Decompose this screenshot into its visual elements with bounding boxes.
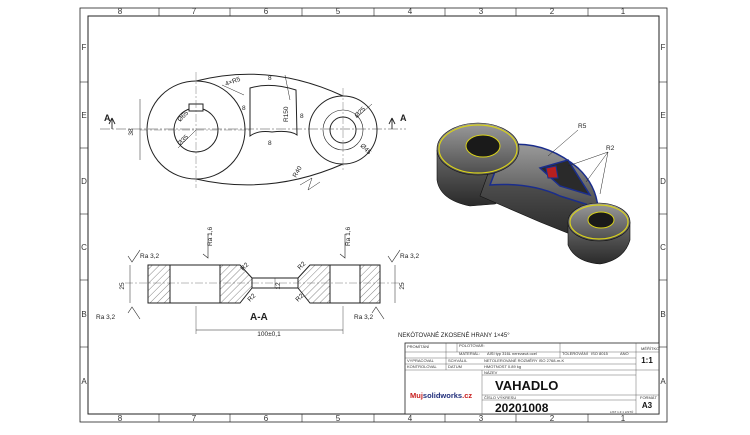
tb-promitani: PROMÍTÁNÍ (407, 344, 430, 349)
zone-col-4-bottom: 4 (408, 414, 413, 423)
zone-col-7-bottom: 7 (192, 414, 197, 423)
dim-r40: R40 (292, 165, 304, 179)
zone-row-a-left: A (81, 377, 87, 386)
tb-material-value: AISI typ 316L nerezavá ocel (487, 351, 537, 356)
tb-material-label: MATERIÁL: (459, 351, 480, 356)
title-block: PROMÍTÁNÍ POLOTOVAR: MATERIÁL: AISI typ … (404, 342, 660, 415)
tb-vypracoval: VYPRACOVAL (407, 358, 435, 363)
front-view (100, 72, 406, 191)
tb-meritko-label: MĚŘÍTKO (641, 346, 659, 351)
zone-col-5-top: 5 (336, 7, 341, 16)
zone-col-5-bottom: 5 (336, 414, 341, 423)
front-view-labels: A A 38 Ø65 Ø35 Ø25 Ø45 4×R5 8 8 8 8 R150… (104, 75, 407, 179)
r2-top-left: R2 (239, 261, 250, 272)
zone-row-d-left: D (81, 177, 87, 186)
dim-8-right: 8 (300, 113, 304, 120)
zone-col-7-top: 7 (192, 7, 197, 16)
iso-r2: R2 (606, 145, 615, 152)
logo-part-3: .cz (462, 391, 472, 400)
ra32-top-right: Ra 3,2 (400, 253, 420, 260)
tb-kontroloval: KONTROLOVAL (407, 364, 437, 369)
r2-top-right: R2 (296, 260, 307, 271)
tb-ano: ANO (620, 351, 629, 356)
dim-100: 100±0,1 (257, 331, 281, 338)
logo-part-2: solidworks (423, 391, 462, 400)
tb-schvalil: SCHVÁLIL (448, 358, 468, 363)
iso-r5: R5 (578, 123, 587, 130)
zone-row-b-right: B (660, 310, 665, 319)
dim-12: 12 (275, 282, 282, 290)
dim-dia-25: Ø25 (353, 106, 367, 120)
zone-row-f-left: F (82, 43, 87, 52)
tb-hmotnost: HMOTNOST 0.89 kg (484, 364, 521, 369)
zone-col-8-top: 8 (118, 7, 123, 16)
dim-8-top: 8 (268, 75, 272, 82)
zone-row-e-right: E (660, 111, 665, 120)
zone-col-1-top: 1 (621, 7, 626, 16)
zone-row-e-left: E (81, 111, 86, 120)
zone-col-1-bottom: 1 (621, 414, 626, 423)
section-view (125, 234, 405, 334)
zone-col-8-bottom: 8 (118, 414, 123, 423)
dim-38: 38 (128, 128, 135, 136)
zone-row-b-left: B (81, 310, 86, 319)
ra32-bottom-right: Ra 3,2 (354, 314, 374, 321)
ra32-bottom-left: Ra 3,2 (96, 314, 116, 321)
zone-col-4-top: 4 (408, 7, 413, 16)
section-mark-left: A (104, 113, 111, 123)
section-title: A-A (250, 312, 268, 323)
tb-datum: DATUM (448, 364, 462, 369)
r2-bottom-left: R2 (246, 292, 257, 303)
zone-col-2-top: 2 (550, 7, 555, 16)
tb-list: LIST 1 Z 1 LISTŮ (610, 409, 633, 414)
zone-col-3-bottom: 3 (479, 414, 484, 423)
chamfer-note: NEKÓTOVANÉ ZKOSENÉ HRANY 1×45° (398, 332, 510, 339)
dim-4xr5: 4×R5 (224, 76, 242, 88)
tb-nazev-label: NÁZEV (484, 370, 498, 375)
ra32-top-left: Ra 3,2 (140, 253, 160, 260)
zone-row-c-right: C (660, 243, 666, 252)
dim-25-right: 25 (399, 282, 406, 290)
iso-view (436, 122, 631, 265)
tb-format-value: A3 (642, 401, 653, 410)
section-view-labels: A-A Ra 3,2 Ra 3,2 Ra 3,2 Ra 3,2 Ra 1,6 R… (96, 226, 420, 338)
tb-tolerovani-label: TOLEROVÁNÍ (562, 351, 589, 356)
zone-col-3-top: 3 (479, 7, 484, 16)
zone-row-f-right: F (661, 43, 666, 52)
dim-8-left: 8 (242, 105, 246, 112)
tb-polotovar: POLOTOVAR: (459, 343, 485, 348)
r2-bottom-right: R2 (294, 292, 305, 303)
zone-col-6-bottom: 6 (264, 414, 269, 423)
dim-dia-35: Ø35 (176, 134, 190, 148)
zone-row-a-right: A (660, 377, 666, 386)
tb-nazev-value: VAHADLO (495, 378, 558, 393)
logo-part-1: Muj (410, 391, 423, 400)
zone-row-d-right: D (660, 177, 666, 186)
dim-dia-45: Ø45 (359, 142, 373, 156)
iso-view-labels: R5 R2 (578, 123, 615, 152)
ra16-right: Ra 1,6 (345, 226, 352, 246)
ra16-left: Ra 1,6 (207, 226, 214, 246)
tb-format-label: FORMÁT (640, 395, 657, 400)
zone-row-c-left: C (81, 243, 87, 252)
zone-col-6-top: 6 (264, 7, 269, 16)
tb-meritko-value: 1:1 (641, 356, 653, 365)
logo: Mujsolidworks.cz (410, 391, 472, 400)
dim-dia-65: Ø65 (176, 110, 190, 124)
tb-cislo-label: ČÍSLO VÝKRESU (484, 395, 516, 400)
tb-tolerovani-value: ISO 8015 (591, 351, 609, 356)
section-mark-right: A (400, 113, 407, 123)
sheet-frame: 8 7 6 5 4 3 2 1 8 7 6 5 4 3 2 1 F E D C … (79, 7, 668, 423)
tb-netolerovane: NETOLEROVANÉ ROZMĚRY ISO 2768-m-K (484, 358, 565, 363)
dim-r150: R150 (283, 106, 290, 122)
zone-col-2-bottom: 2 (550, 414, 555, 423)
dim-8-bottom: 8 (268, 140, 272, 147)
tb-cislo-value: 20201008 (495, 401, 549, 415)
dim-25-left: 25 (119, 282, 126, 290)
